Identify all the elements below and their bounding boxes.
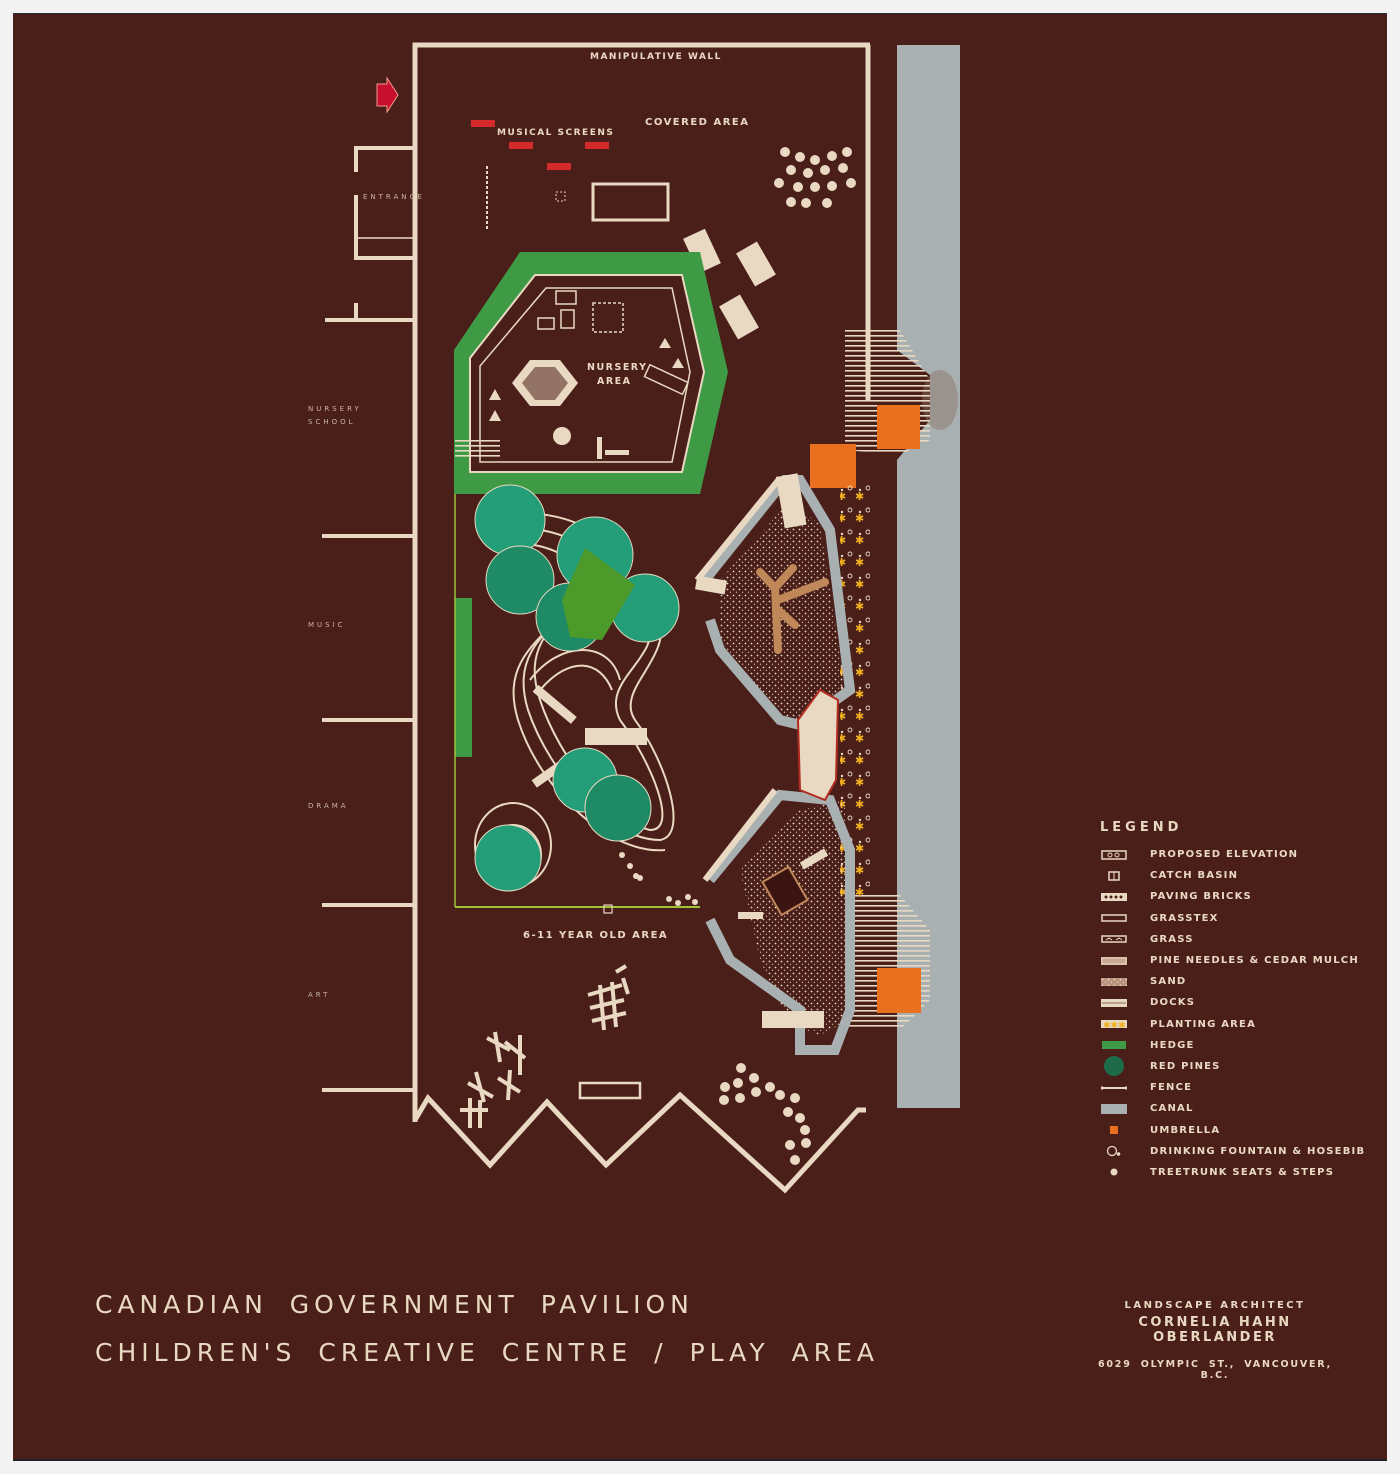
label-room-art: ART	[308, 991, 331, 999]
legend-item: FENCE	[1100, 1077, 1365, 1098]
legend: LEGEND PROPOSED ELEVATION CATCH BASIN PA…	[1100, 820, 1365, 1183]
legend-item: CANAL	[1100, 1098, 1365, 1119]
legend-item: ✱✱✱ PLANTING AREA	[1100, 1014, 1365, 1035]
sand-pit-south	[702, 788, 855, 1055]
sand-pit-north	[694, 473, 856, 731]
grass-icon	[1100, 933, 1128, 945]
label-manipulative-wall: MANIPULATIVE WALL	[590, 52, 722, 62]
label-six-eleven-area: 6-11 YEAR OLD AREA	[523, 930, 669, 941]
legend-item: GRASS	[1100, 929, 1365, 950]
legend-item: RED PINES	[1100, 1056, 1365, 1077]
credit-address: 6029 OLYMPIC ST., VANCOUVER, B.C.	[1097, 1359, 1333, 1381]
legend-item: PINE NEEDLES & CEDAR MULCH	[1100, 950, 1365, 971]
label-room-drama: DRAMA	[308, 802, 349, 810]
treetrunk-steps-south	[719, 1063, 811, 1165]
catch-basin	[603, 904, 613, 914]
hedge-icon	[1100, 1039, 1128, 1051]
legend-title: LEGEND	[1100, 820, 1183, 835]
label-room-entrance: ENTRANCE	[363, 193, 425, 201]
legend-item: CATCH BASIN	[1100, 865, 1365, 886]
architect-credit: LANDSCAPE ARCHITECT CORNELIA HAHN OBERLA…	[1085, 1300, 1345, 1381]
label-room-nursery-school-1: NURSERY	[308, 405, 362, 413]
climbing-frames	[460, 964, 630, 1128]
mulch-icon	[1100, 955, 1128, 967]
boat	[796, 688, 840, 802]
legend-item: GRASSTEX	[1100, 908, 1365, 929]
catch-basin-icon	[1100, 870, 1128, 882]
label-covered-area: COVERED AREA	[645, 117, 750, 128]
bench	[585, 728, 647, 745]
legend-item: HEDGE	[1100, 1035, 1365, 1056]
canal	[897, 45, 960, 1108]
credit-name: CORNELIA HAHN OBERLANDER	[1138, 1315, 1292, 1345]
svg-text:✱✱✱: ✱✱✱	[1103, 1021, 1126, 1028]
label-musical-screens: MUSICAL SCREENS	[497, 128, 615, 138]
legend-item: UMBRELLA	[1100, 1119, 1365, 1140]
sand-icon	[1100, 976, 1128, 988]
legend-item: TREETRUNK SEATS & STEPS	[1100, 1162, 1365, 1183]
sandbox-frame	[591, 182, 670, 222]
label-nursery-area-1: NURSERY	[587, 362, 648, 373]
side-rooms	[322, 146, 415, 1092]
fence-icon	[1100, 1082, 1128, 1094]
legend-item: DOCKS	[1100, 992, 1365, 1013]
legend-item: PAVING BRICKS	[1100, 886, 1365, 907]
grasstex-icon	[1100, 912, 1128, 924]
legend-item: PROPOSED ELEVATION	[1100, 844, 1365, 865]
legend-item: DRINKING FOUNTAIN & HOSEBIB	[1100, 1141, 1365, 1162]
legend-item: SAND	[1100, 971, 1365, 992]
treetrunk-seat-icon	[1100, 1166, 1128, 1178]
docks-icon	[1100, 997, 1128, 1009]
treetrunk-seats-cluster	[774, 147, 856, 208]
label-room-music: MUSIC	[308, 621, 346, 629]
umbrella-icon	[1100, 1124, 1128, 1136]
play-blocks	[683, 228, 776, 340]
planting-area-icon: ✱✱✱	[1100, 1018, 1128, 1030]
paving-bricks-icon	[1100, 891, 1128, 903]
canal-icon	[1100, 1103, 1128, 1115]
musical-screens	[471, 120, 609, 170]
credit-role: LANDSCAPE ARCHITECT	[1124, 1300, 1306, 1311]
entrance-arrow-icon	[376, 76, 399, 114]
label-nursery-area-2: AREA	[597, 376, 632, 387]
red-pines	[474, 484, 680, 892]
drinking-fountain-icon	[1100, 1145, 1128, 1157]
red-pine-icon	[1100, 1056, 1128, 1077]
west-hedge	[455, 598, 472, 757]
label-room-nursery-school-2: SCHOOL	[308, 418, 356, 426]
proposed-elevation-icon	[1100, 849, 1128, 861]
